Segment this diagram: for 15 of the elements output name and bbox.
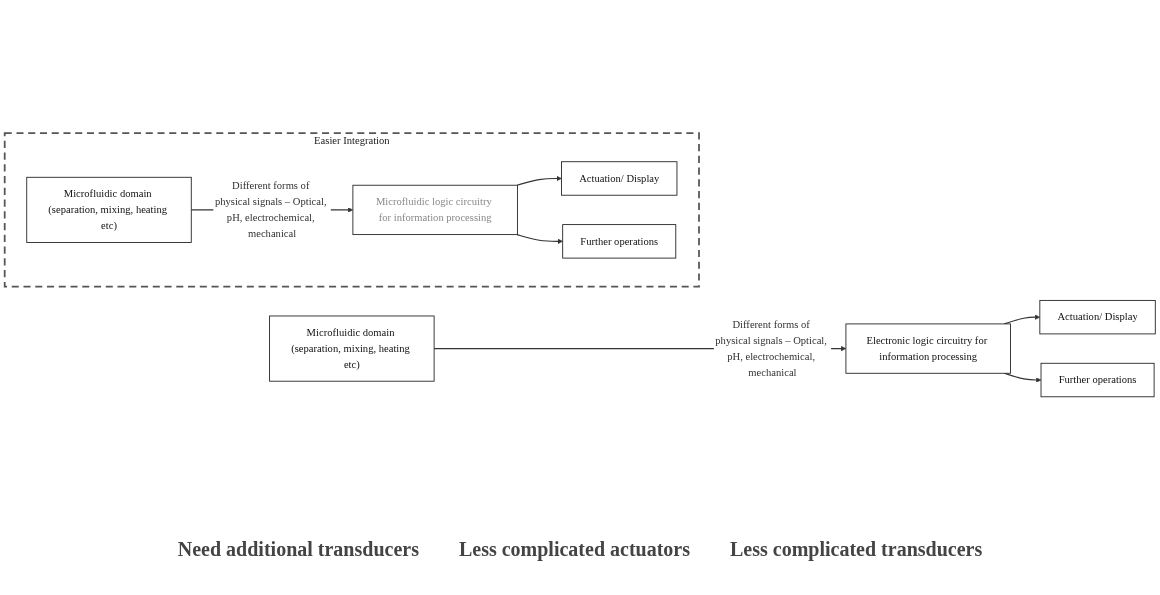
- node-box: Actuation/ Display: [1039, 299, 1156, 335]
- note-text: Less complicated actuators: [458, 538, 690, 561]
- node-box: Microfluidic domain (separation, mixing, heating etc): [26, 176, 192, 243]
- arrow: [516, 234, 563, 244]
- node-box: Actuation/ Display: [561, 161, 678, 196]
- edge-label: Different forms of physical signals – Optical, pH, electrochemical, mechanical: [715, 318, 827, 378]
- node-box: Microfluidic domain (separation, mixing, heating etc): [269, 315, 435, 382]
- node-box: Further operations: [1040, 362, 1155, 398]
- note-text: Need additional transducers: [177, 538, 419, 561]
- arrow: [516, 175, 562, 186]
- edge-label: Different forms of physical signals – Optical, pH, electrochemical, mechanical: [214, 179, 327, 240]
- node-box: Microfluidic logic circuitry for information processing: [352, 184, 518, 236]
- node-box: Electronic logic circuitry for information processing: [845, 323, 1011, 374]
- node-box: Further operations: [562, 224, 677, 259]
- note-text: Less complicated transducers: [730, 538, 983, 561]
